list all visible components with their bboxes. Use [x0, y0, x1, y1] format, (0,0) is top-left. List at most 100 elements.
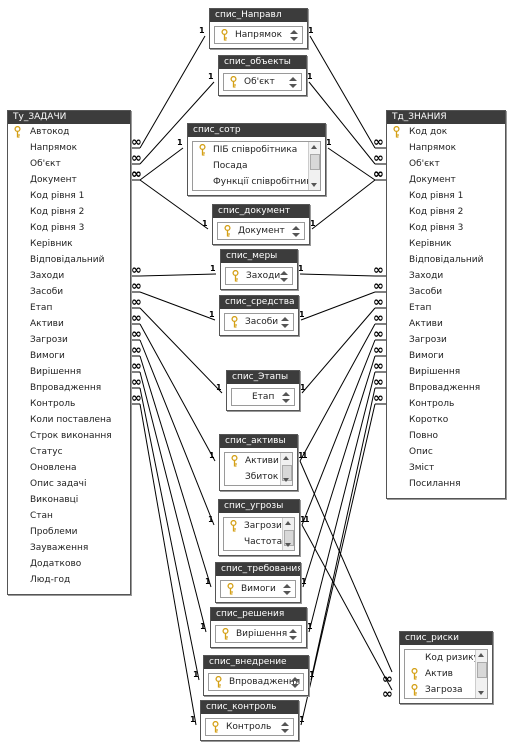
field-row[interactable]: Виконавці	[8, 492, 130, 508]
spinner[interactable]	[280, 316, 291, 329]
table-title[interactable]: спис_решения	[211, 608, 306, 621]
field-row[interactable]: Код ризику	[405, 650, 487, 666]
field-row[interactable]: Актив	[405, 666, 487, 682]
field-list[interactable]: Об'єкт	[223, 73, 302, 91]
field-row[interactable]: Документ	[8, 172, 130, 188]
field-list[interactable]: Заходи	[225, 267, 293, 285]
field-row[interactable]: Засоби	[387, 284, 505, 300]
field-list[interactable]: Контроль	[205, 718, 294, 736]
field-row[interactable]: Напрямок	[387, 140, 505, 156]
field-row[interactable]: Документ	[387, 172, 505, 188]
field-row[interactable]: Напрямок	[8, 140, 130, 156]
spin-down-icon[interactable]	[290, 37, 298, 41]
field-row[interactable]: Вирішення	[387, 364, 505, 380]
field-row[interactable]: Посилання	[387, 476, 505, 492]
spin-down-icon[interactable]	[280, 278, 288, 282]
spinner[interactable]	[288, 628, 299, 641]
table-title[interactable]: спис_угрозы	[219, 500, 299, 513]
spin-down-icon[interactable]	[291, 684, 299, 688]
field-row[interactable]: Оновлена	[8, 460, 130, 476]
field-row[interactable]: Додатково	[8, 556, 130, 572]
field-row[interactable]: Код рівня 2	[387, 204, 505, 220]
field-row[interactable]: Відповідальний	[387, 252, 505, 268]
field-row[interactable]: Зауваження	[8, 540, 130, 556]
spin-up-icon[interactable]	[281, 722, 289, 726]
field-row[interactable]: Опис	[387, 444, 505, 460]
spinner[interactable]	[290, 676, 301, 689]
scrollbar[interactable]	[308, 142, 320, 190]
spinner[interactable]	[281, 391, 292, 404]
field-row[interactable]: ПІБ співробітника	[193, 142, 320, 158]
field-row[interactable]: Заходи	[8, 268, 130, 284]
field-list[interactable]: Засоби	[224, 313, 294, 331]
field-row[interactable]: Керівник	[8, 236, 130, 252]
table-title[interactable]: спис_риски	[400, 632, 492, 645]
table-title[interactable]: спис_документ	[213, 205, 309, 218]
field-row[interactable]: Вимоги	[221, 581, 295, 597]
scroll-up-icon[interactable]	[478, 653, 484, 657]
spinner[interactable]	[280, 721, 291, 734]
spin-up-icon[interactable]	[282, 392, 290, 396]
spin-down-icon[interactable]	[289, 84, 297, 88]
field-row[interactable]: Код рівня 2	[8, 204, 130, 220]
spin-up-icon[interactable]	[280, 271, 288, 275]
field-row[interactable]: Функції співробітника	[193, 174, 320, 190]
field-row[interactable]: Об'єкт	[387, 156, 505, 172]
spin-up-icon[interactable]	[281, 317, 289, 321]
spin-up-icon[interactable]	[291, 677, 299, 681]
table-title[interactable]: спис_Этапы	[227, 371, 299, 384]
spin-down-icon[interactable]	[289, 636, 297, 640]
field-row[interactable]: Впровадження	[8, 380, 130, 396]
table-title[interactable]: спис_активы	[220, 435, 297, 448]
spinner[interactable]	[288, 76, 299, 89]
spin-down-icon[interactable]	[281, 324, 289, 328]
table-title[interactable]: спис_контроль	[201, 701, 298, 714]
spin-down-icon[interactable]	[282, 399, 290, 403]
field-row[interactable]: Керівник	[387, 236, 505, 252]
field-row[interactable]: Етап	[232, 389, 294, 405]
spin-down-icon[interactable]	[283, 591, 291, 595]
field-row[interactable]: Код рівня 1	[8, 188, 130, 204]
field-row[interactable]: Стан	[8, 508, 130, 524]
spin-up-icon[interactable]	[283, 584, 291, 588]
scroll-up-icon[interactable]	[283, 456, 289, 460]
table-title[interactable]: Ту_ЗАДАЧИ	[8, 111, 130, 124]
field-row[interactable]: Коротко	[387, 412, 505, 428]
field-row[interactable]: Вирішення	[216, 626, 301, 642]
table-title[interactable]: спис_объекты	[219, 56, 306, 69]
field-row[interactable]: Опис задачі	[8, 476, 130, 492]
spinner[interactable]	[289, 29, 300, 42]
table-title[interactable]: спис_Направл	[210, 9, 307, 22]
spin-up-icon[interactable]	[289, 77, 297, 81]
field-row[interactable]: Вимоги	[387, 348, 505, 364]
field-row[interactable]: Автокод	[8, 124, 130, 140]
field-row[interactable]: Загрози	[224, 518, 294, 534]
field-list[interactable]: Вирішення	[215, 625, 302, 643]
field-row[interactable]: Частота	[224, 534, 294, 550]
field-row[interactable]: Строк виконання	[8, 428, 130, 444]
field-row[interactable]: Засоби	[225, 314, 293, 330]
spinner[interactable]	[282, 583, 293, 596]
field-row[interactable]: Напрямок	[215, 27, 302, 43]
table-title[interactable]: спис_меры	[221, 250, 297, 263]
spinner[interactable]	[291, 225, 302, 238]
table-title[interactable]: спис_сотр	[188, 124, 325, 137]
field-row[interactable]: Етап	[8, 300, 130, 316]
field-row[interactable]: Активи	[387, 316, 505, 332]
scroll-up-icon[interactable]	[311, 145, 317, 149]
